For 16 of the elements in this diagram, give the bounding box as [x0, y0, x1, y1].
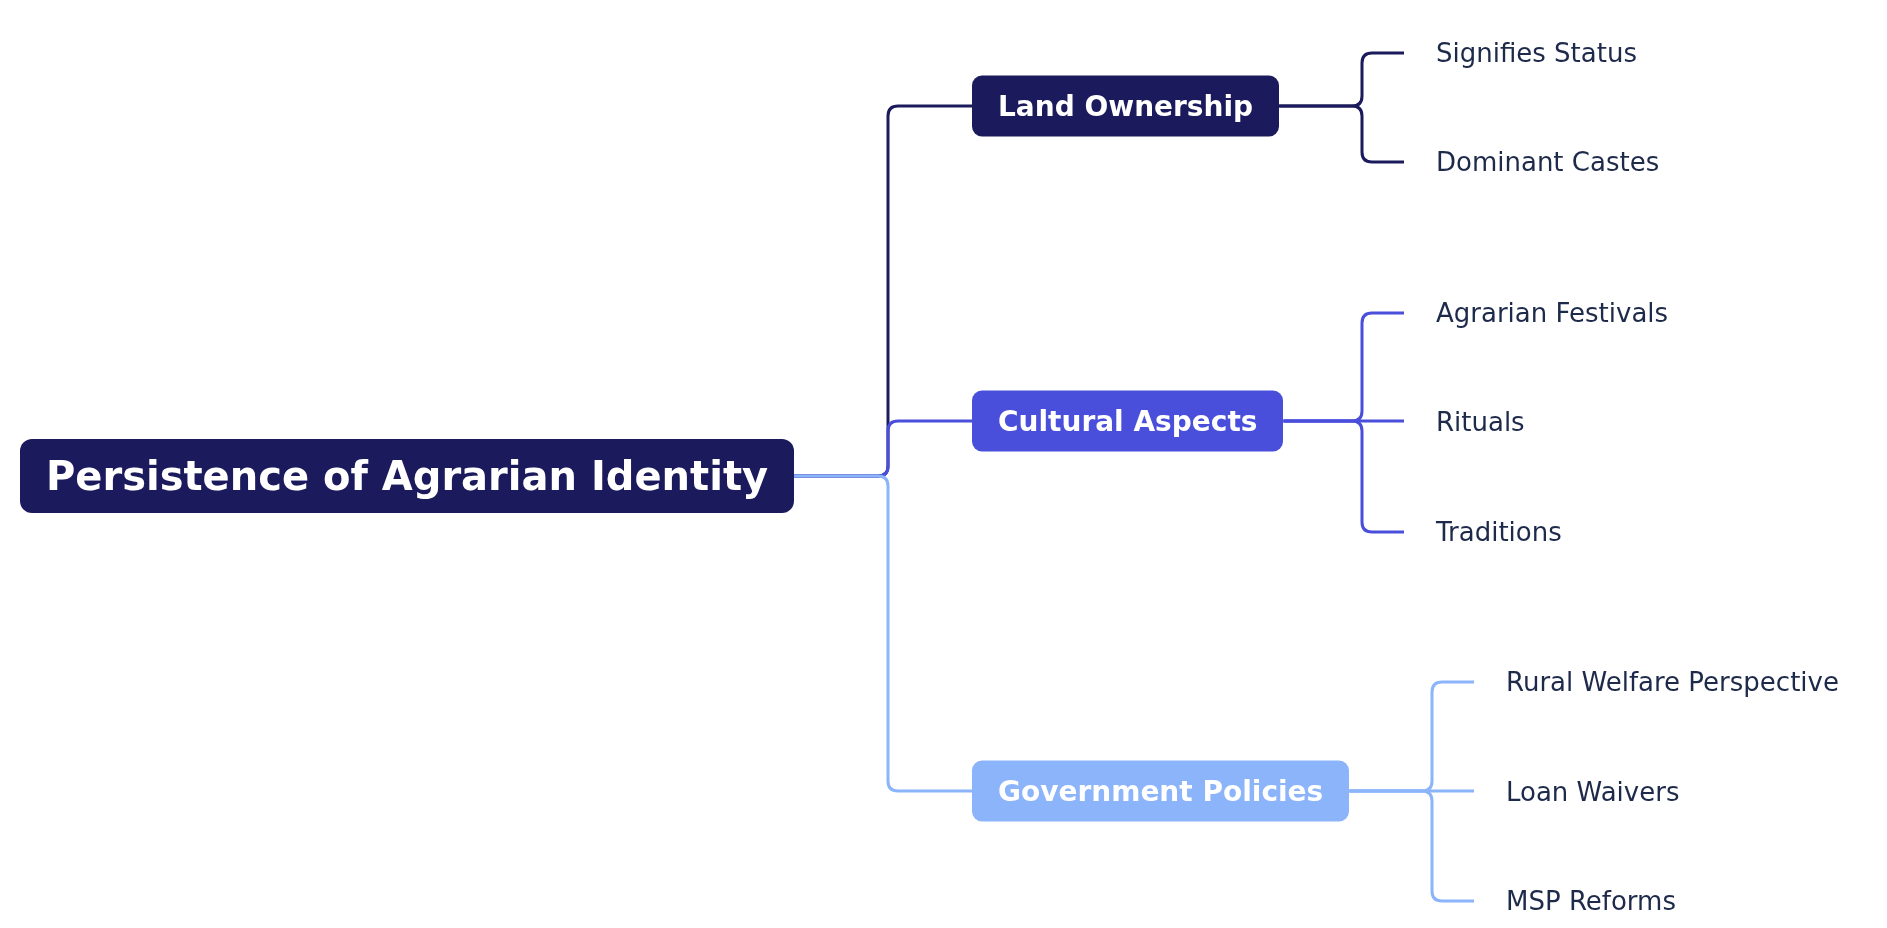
subtopic-text: Rituals	[1404, 403, 1525, 441]
connector-line	[1283, 419, 1404, 534]
connector-line	[1279, 104, 1404, 164]
subtopic-text: Agrarian Festivals	[1404, 294, 1669, 332]
subtopic-text: Traditions	[1404, 513, 1562, 551]
branch-topic-box: Land Ownership	[972, 75, 1280, 137]
subtopic-text: Loan Waivers	[1474, 773, 1680, 811]
subtopic-text: MSP Reforms	[1474, 882, 1676, 920]
subtopic-text: Rural Welfare Perspective	[1474, 663, 1839, 701]
connector-line	[1349, 789, 1474, 903]
root-topic-box: Persistence of Agrarian Identity	[20, 439, 795, 513]
subtopic-text: Signifies Status	[1404, 34, 1637, 72]
branch-topic-box: Government Policies	[972, 760, 1350, 822]
subtopic-text: Dominant Castes	[1404, 143, 1660, 181]
connector-line	[794, 474, 972, 793]
branch-topic-box: Cultural Aspects	[972, 390, 1284, 452]
